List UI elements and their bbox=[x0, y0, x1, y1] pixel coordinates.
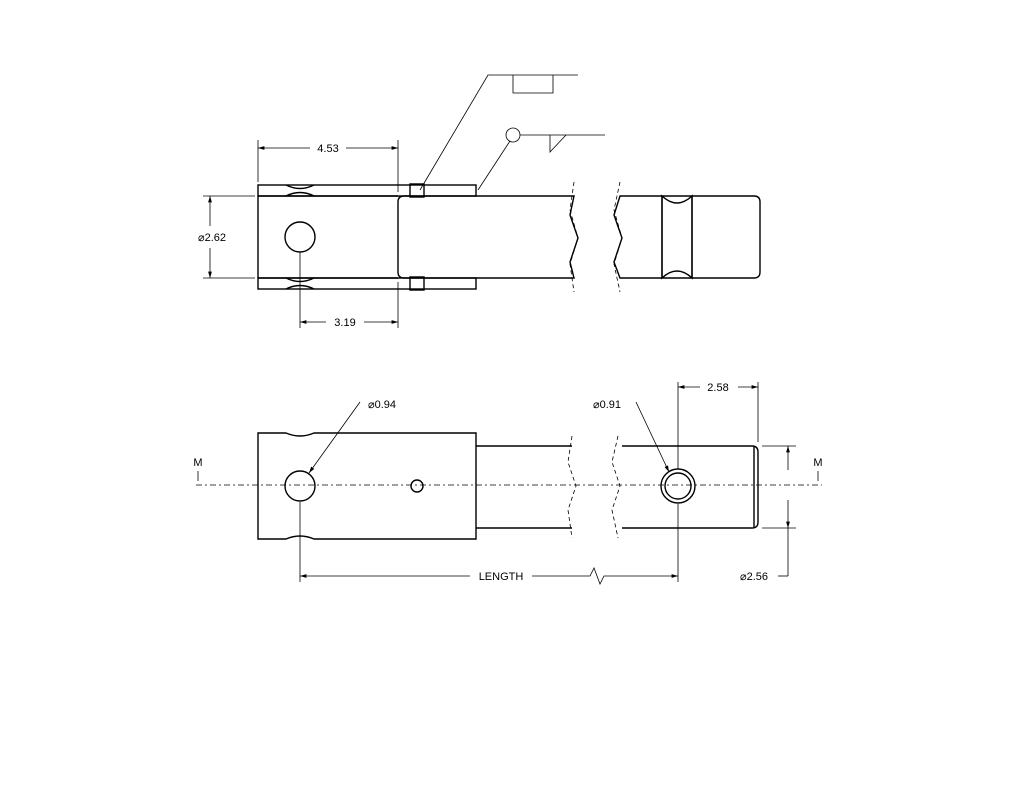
weld-symbol-fillet bbox=[419, 74, 578, 191]
section-mark-left-label: M bbox=[193, 457, 202, 469]
hole-small bbox=[410, 479, 424, 493]
dim-hole-offset-label: 3.19 bbox=[334, 317, 355, 329]
section-mark-right-label: M bbox=[813, 457, 822, 469]
section-mark-left: M bbox=[193, 457, 203, 481]
sleeve-bottom-wall bbox=[257, 276, 477, 291]
sleeve-top-wall bbox=[257, 183, 477, 198]
cross-hole bbox=[284, 221, 316, 253]
bar-outline bbox=[476, 435, 759, 539]
dim-diameter-label: ⌀2.62 bbox=[198, 232, 226, 244]
dim-length-label: LENGTH bbox=[479, 571, 524, 583]
hole-end-outer bbox=[660, 468, 696, 504]
weld-symbol-all-around bbox=[477, 127, 605, 191]
dim-shell-length-label: 4.53 bbox=[317, 143, 338, 155]
dim-hole-right-label: ⌀0.91 bbox=[593, 399, 621, 411]
section-view: 4.53 ⌀2.62 3.19 bbox=[198, 74, 761, 329]
section-mark-right: M bbox=[813, 457, 823, 481]
dim-end-length: 2.58 bbox=[677, 382, 759, 469]
dim-end-diameter: ⌀2.56 bbox=[740, 445, 796, 583]
dim-end-diameter-label: ⌀2.56 bbox=[740, 571, 768, 583]
dim-hole-left: ⌀0.94 bbox=[308, 399, 396, 474]
hole-end-inner bbox=[664, 472, 692, 500]
inserted-bar bbox=[397, 181, 761, 293]
dim-length: LENGTH bbox=[299, 502, 679, 585]
dim-diameter: ⌀2.62 bbox=[198, 195, 255, 279]
dim-hole-offset: 3.19 bbox=[299, 252, 399, 329]
hole-large bbox=[284, 470, 316, 502]
dim-shell-length: 4.53 bbox=[257, 140, 399, 192]
dim-hole-right: ⌀0.91 bbox=[593, 399, 670, 473]
sleeve-outline bbox=[257, 432, 477, 540]
dim-end-length-label: 2.58 bbox=[707, 382, 728, 394]
dim-hole-left-label: ⌀0.94 bbox=[368, 399, 396, 411]
plan-view: M M ⌀0.94 ⌀0.91 bbox=[193, 382, 823, 585]
